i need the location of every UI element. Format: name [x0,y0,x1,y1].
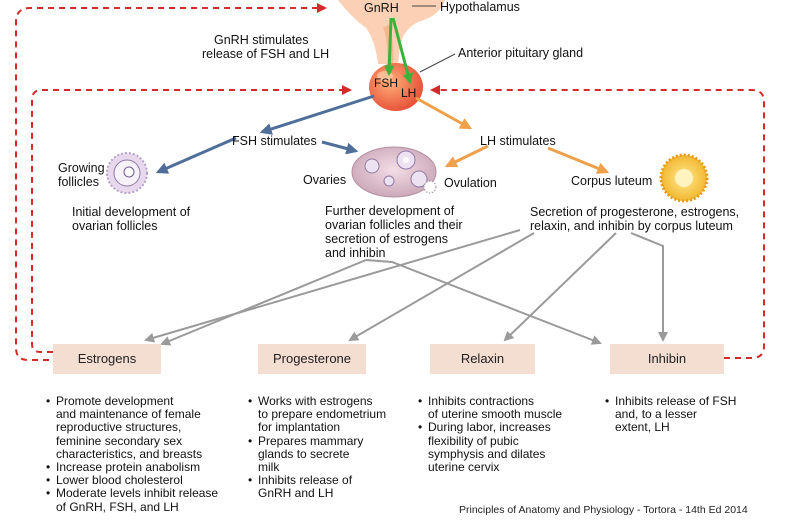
estrogens-box: Estrogens [53,344,161,374]
secretion-corpus-line-1: Secretion of progesterone, estrogens, [530,205,740,219]
progesterone-box: Progesterone [258,344,366,374]
corpus-luteum-label: Corpus luteum [571,174,653,188]
ovary-illustration [351,146,437,198]
lh-label: LH [401,86,417,100]
further-development-line-3: secretion of estrogens [325,232,448,246]
anterior-pituitary-label: Anterior pituitary gland [458,46,584,60]
corpus-luteum-illustration [659,153,709,203]
gnrh-stimulates-line-1: GnRH stimulates [214,33,309,47]
further-development-line-4: and inhibin [325,246,386,260]
further-development-line-1: Further development of [325,204,455,218]
feedback-loop-outer [15,3,327,361]
fsh-arrows [155,94,375,174]
leader-lines [412,5,456,73]
inhibin-box: Inhibin [610,344,724,374]
growing-follicle-illustration [106,152,148,194]
fsh-label: FSH [374,76,398,90]
lh-stimulates-label: LH stimulates [480,134,556,148]
ovaries-label: Ovaries [303,173,347,187]
lh-arrows [415,96,610,174]
feedback-loop-inner [31,85,352,353]
secretion-arrows [144,229,668,346]
gnrh-label: GnRH [364,1,399,15]
initial-development-line-1: Initial development of [72,205,191,219]
gnrh-arrows [384,17,413,85]
secretion-corpus-line-2: relaxin, and inhibin by corpus luteum [530,219,733,233]
gnrh-stimulates-line-2: release of FSH and LH [202,47,330,61]
growing-follicles-line-1: Growing [58,161,105,175]
relaxin-box: Relaxin [430,344,535,374]
fsh-stimulates-label: FSH stimulates [232,134,317,148]
list-item: Lower blood cholesterol [46,474,246,488]
initial-development-line-2: ovarian follicles [72,219,158,233]
further-development-line-2: ovarian follicles and their [325,218,463,232]
feedback-loop-right [430,85,765,359]
ovulation-label: Ovulation [444,176,497,190]
list-item: Increase protein anabolism [46,460,246,474]
hypothalamus-label: Hypothalamus [440,0,520,14]
source-credit: Principles of Anatomy and Physiology - T… [459,504,748,516]
growing-follicles-line-2: follicles [58,175,99,189]
